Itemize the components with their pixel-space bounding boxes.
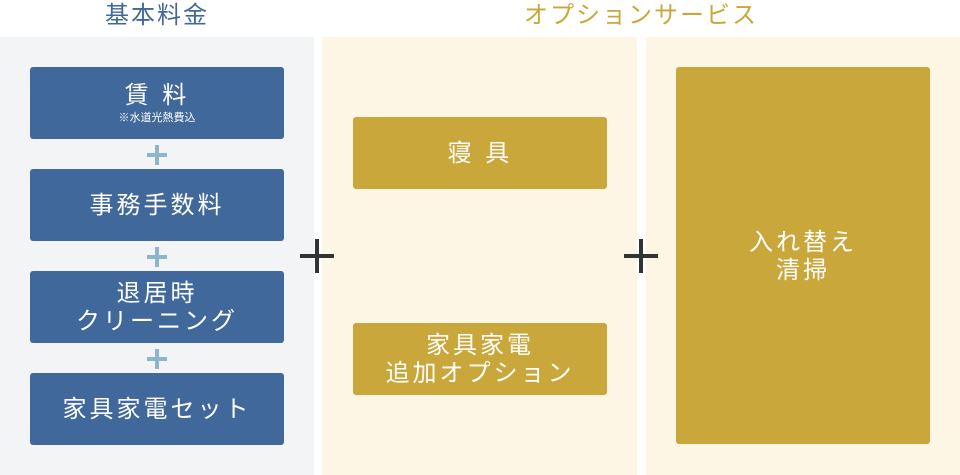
furniture-option-box: 家具家電 追加オプション: [353, 323, 607, 395]
turnover-cleaning-box: 入れ替え 清掃: [676, 67, 930, 444]
move-out-cleaning-line1: 退居時: [116, 279, 198, 307]
plus-icon: [624, 239, 658, 273]
turnover-cleaning-line2: 清掃: [776, 255, 830, 284]
plus-icon: [147, 145, 167, 165]
move-out-cleaning-box: 退居時 クリーニング: [30, 271, 284, 343]
plus-icon: [147, 349, 167, 369]
turnover-cleaning-line1: 入れ替え: [749, 227, 857, 256]
rent-box: 賃 料 ※水道光熱費込: [30, 67, 284, 139]
rent-label: 賃 料: [124, 81, 190, 109]
furniture-set-box: 家具家電セット: [30, 373, 284, 445]
admin-fee-box: 事務手数料: [30, 169, 284, 241]
option-panel-left: [322, 37, 637, 475]
furniture-option-line2: 追加オプション: [385, 359, 575, 387]
furniture-set-label: 家具家電セット: [62, 395, 252, 423]
plus-icon: [300, 239, 334, 273]
bedding-label: 寝 具: [447, 139, 513, 167]
option-service-heading: オプションサービス: [524, 1, 758, 29]
plus-icon: [147, 247, 167, 267]
rent-note: ※水道光熱費込: [118, 111, 196, 124]
furniture-option-line1: 家具家電: [426, 331, 534, 359]
basic-fee-heading: 基本料金: [105, 1, 209, 29]
admin-fee-label: 事務手数料: [89, 191, 225, 219]
bedding-box: 寝 具: [353, 117, 607, 189]
move-out-cleaning-line2: クリーニング: [76, 307, 238, 335]
